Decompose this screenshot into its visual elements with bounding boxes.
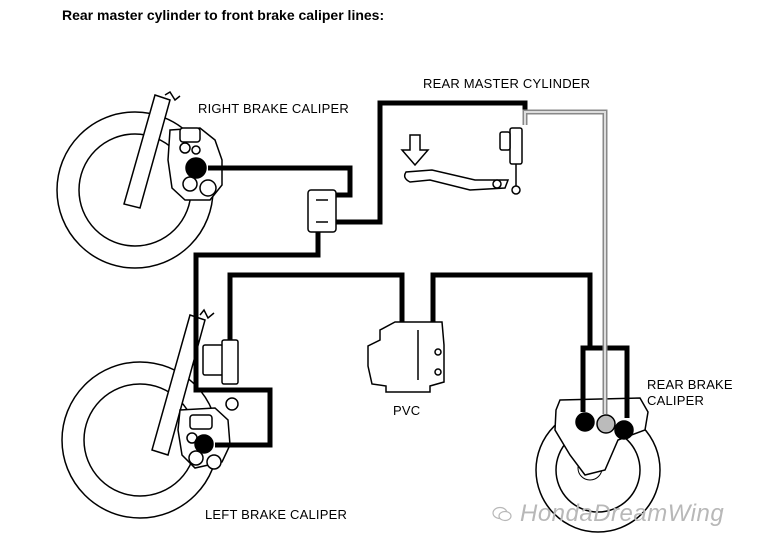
rear-caliper-grey-line-inner <box>524 111 606 414</box>
left-secondary-master-cylinder <box>202 339 239 411</box>
pvc-label: PVC <box>393 403 421 418</box>
left-fork <box>151 308 215 456</box>
rear-brake-caliper-label: REAR BRAKE CALIPER <box>647 377 733 409</box>
pvc-valve <box>367 321 445 393</box>
rear-master-cylinder <box>499 127 523 195</box>
rear-master-cylinder-label: REAR MASTER CYLINDER <box>423 76 591 91</box>
rear-brake-caliper-label-line1: REAR BRAKE <box>647 377 733 392</box>
right-brake-caliper <box>167 127 223 201</box>
rear-brake-caliper-label-line2: CALIPER <box>647 393 705 408</box>
left-brake-caliper <box>177 407 231 470</box>
brake-pedal <box>403 169 510 191</box>
three-way-joint <box>307 189 337 233</box>
left-brake-caliper-label: LEFT BRAKE CALIPER <box>205 507 348 522</box>
right-fork <box>123 90 181 209</box>
rear-brake-caliper <box>554 397 649 476</box>
rear-caliper-grey-line <box>522 109 608 414</box>
right-brake-caliper-label: RIGHT BRAKE CALIPER <box>198 101 349 116</box>
page-title: Rear master cylinder to front brake cali… <box>62 7 385 23</box>
watermark-text: HondaDreamWing <box>520 500 725 527</box>
press-arrow <box>400 134 430 167</box>
wechat-icon <box>492 506 512 522</box>
